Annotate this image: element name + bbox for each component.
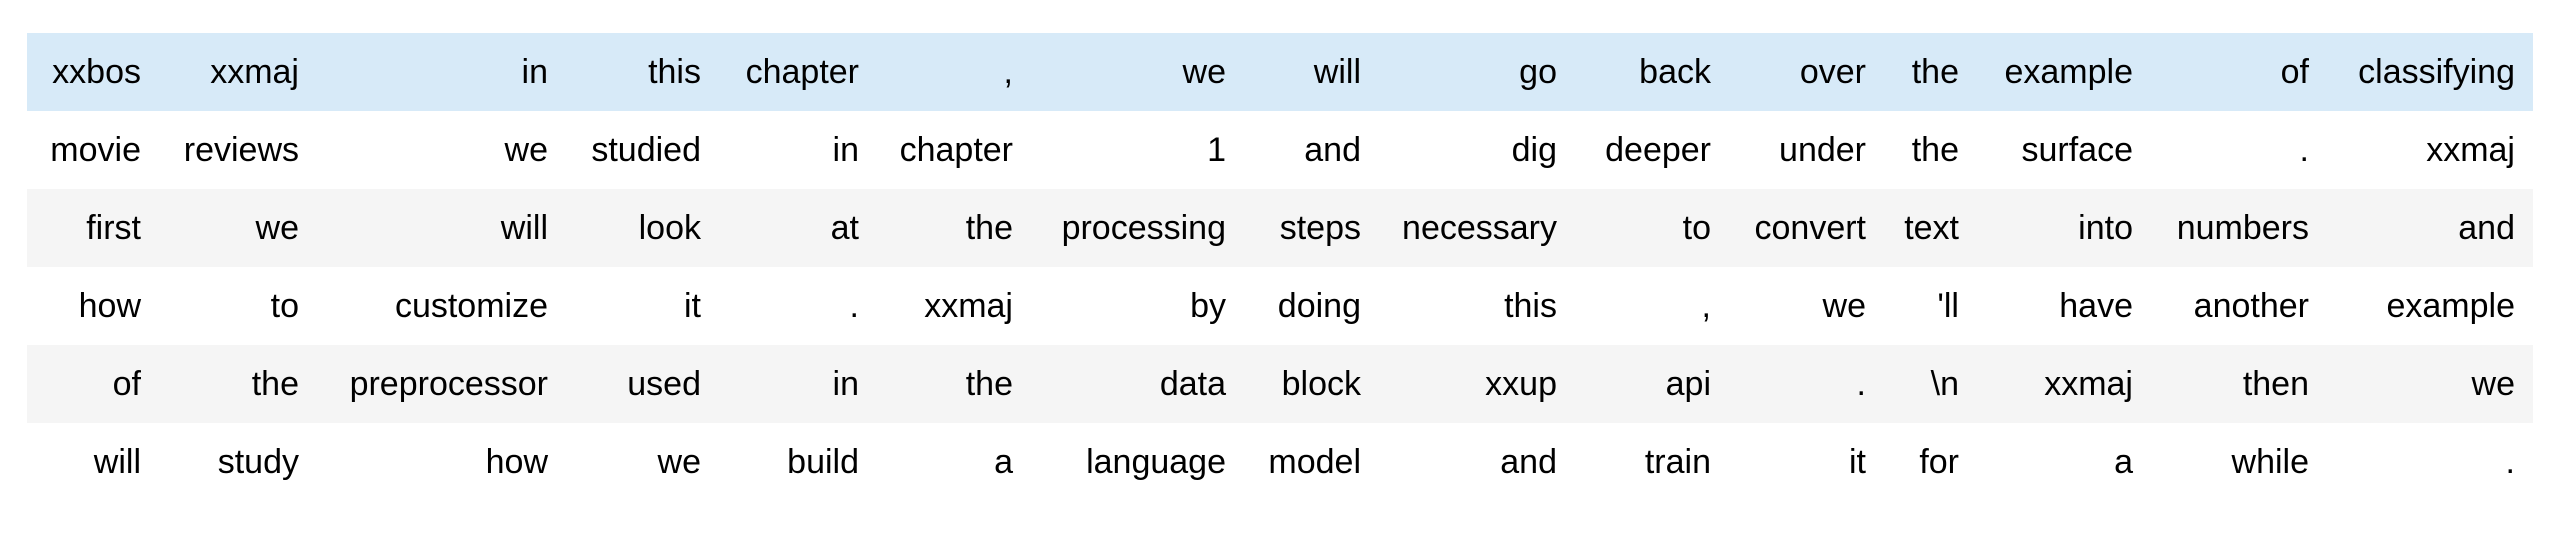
token-cell: train xyxy=(1644,443,1711,481)
token-cell: used xyxy=(627,365,701,403)
token-cell: will xyxy=(1313,53,1361,91)
token-cell: necessary xyxy=(1402,209,1557,247)
token-cell: preprocessor xyxy=(349,365,548,403)
tokens-table: xxbos xxmaj in this chapter, we will go back over… xyxy=(27,33,2533,501)
token-cell: . xyxy=(2505,443,2515,481)
token-cell: look xyxy=(638,209,701,247)
token-cell: data xyxy=(1159,365,1226,403)
token-cell: text xyxy=(1904,209,1959,247)
token-cell: we xyxy=(657,443,701,481)
token-cell: to xyxy=(270,287,299,325)
token-cell: it xyxy=(684,287,701,325)
token-cell: at xyxy=(830,209,859,247)
token-cell: . xyxy=(849,287,859,325)
token-cell: how xyxy=(485,443,548,481)
token-cell: and xyxy=(1304,131,1361,169)
token-cell: of xyxy=(2280,53,2309,91)
token-cell: xxmaj xyxy=(2044,365,2133,403)
token-cell: we xyxy=(504,131,548,169)
token-cell: we xyxy=(1822,287,1866,325)
token-cell: we xyxy=(255,209,299,247)
token-cell: and xyxy=(2458,209,2515,247)
token-cell: , xyxy=(1003,53,1013,91)
token-cell: the xyxy=(1911,53,1959,91)
token-cell: movie xyxy=(50,131,141,169)
token-cell: xxbos xyxy=(52,53,141,91)
token-cell: while xyxy=(2231,443,2309,481)
token-cell: in xyxy=(832,365,859,403)
token-cell: model xyxy=(1268,443,1361,481)
token-cell: \n xyxy=(1930,365,1959,403)
token-cell: reviews xyxy=(183,131,299,169)
token-cell: then xyxy=(2242,365,2309,403)
token-cell: have xyxy=(2059,287,2133,325)
token-cell: under xyxy=(1779,131,1866,169)
token-cell: study xyxy=(217,443,299,481)
token-cell: the xyxy=(251,365,299,403)
token-cell: studied xyxy=(591,131,701,169)
token-cell: for xyxy=(1919,443,1959,481)
token-cell: doing xyxy=(1277,287,1361,325)
token-row: of the preprocessor used in the data block xxup a… xyxy=(27,345,2533,423)
token-cell: example xyxy=(2004,53,2133,91)
token-cell: this xyxy=(1504,287,1557,325)
token-cell: language xyxy=(1086,443,1226,481)
token-row: first we will look at the processing steps neces… xyxy=(27,189,2533,267)
token-cell: xxmaj xyxy=(210,53,299,91)
token-cell: to xyxy=(1682,209,1711,247)
token-cell: xxup xyxy=(1485,365,1557,403)
token-cell: in xyxy=(521,53,548,91)
token-cell: customize xyxy=(394,287,548,325)
token-cell: steps xyxy=(1279,209,1361,247)
token-cell: xxmaj xyxy=(2426,131,2515,169)
token-row: how to customize it. xxmaj by doing this, we 'll h… xyxy=(27,267,2533,345)
token-cell: surface xyxy=(2021,131,2134,169)
token-cell: a xyxy=(994,443,1013,481)
token-cell: dig xyxy=(1511,131,1557,169)
token-cell: over xyxy=(1799,53,1866,91)
token-cell: of xyxy=(112,365,141,403)
token-cell: this xyxy=(648,53,701,91)
token-row: will study how we build a language model and trai… xyxy=(27,423,2533,501)
token-cell: the xyxy=(965,365,1013,403)
token-cell: example xyxy=(2386,287,2515,325)
token-cell: classifying xyxy=(2358,53,2515,91)
token-cell: go xyxy=(1519,53,1557,91)
token-cell: , xyxy=(1701,287,1711,325)
token-cell: how xyxy=(78,287,141,325)
token-cell: deeper xyxy=(1605,131,1711,169)
token-cell: will xyxy=(93,443,141,481)
token-cell: into xyxy=(2078,209,2133,247)
token-cell: processing xyxy=(1061,209,1226,247)
token-cell: 'll xyxy=(1937,287,1959,325)
token-cell: in xyxy=(832,131,859,169)
token-cell: numbers xyxy=(2176,209,2309,247)
token-row: movie reviews we studied in chapter 1 and dig dee… xyxy=(27,111,2533,189)
token-cell: the xyxy=(1911,131,1959,169)
token-cell: it xyxy=(1849,443,1866,481)
token-cell: . xyxy=(2299,131,2309,169)
token-cell: we xyxy=(1182,53,1226,91)
token-cell: back xyxy=(1639,53,1711,91)
token-cell: 1 xyxy=(1207,131,1226,169)
token-cell: a xyxy=(2114,443,2133,481)
token-row: xxbos xxmaj in this chapter, we will go back over… xyxy=(27,33,2533,111)
token-cell: xxmaj xyxy=(924,287,1013,325)
token-cell: block xyxy=(1281,365,1361,403)
token-cell: api xyxy=(1665,365,1711,403)
token-cell: first xyxy=(86,209,141,247)
tokens-tbody: xxbos xxmaj in this chapter, we will go back over… xyxy=(27,33,2533,501)
token-cell: chapter xyxy=(899,131,1013,169)
token-cell: by xyxy=(1190,287,1226,325)
token-cell: the xyxy=(965,209,1013,247)
token-cell: convert xyxy=(1754,209,1867,247)
token-cell: we xyxy=(2471,365,2515,403)
token-cell: another xyxy=(2193,287,2309,325)
token-cell: chapter xyxy=(745,53,859,91)
dataframe-output-area: xxbos xxmaj in this chapter, we will go back over… xyxy=(27,33,2533,501)
token-cell: . xyxy=(1856,365,1866,403)
token-cell: build xyxy=(787,443,859,481)
token-cell: and xyxy=(1500,443,1557,481)
token-cell: will xyxy=(500,209,548,247)
